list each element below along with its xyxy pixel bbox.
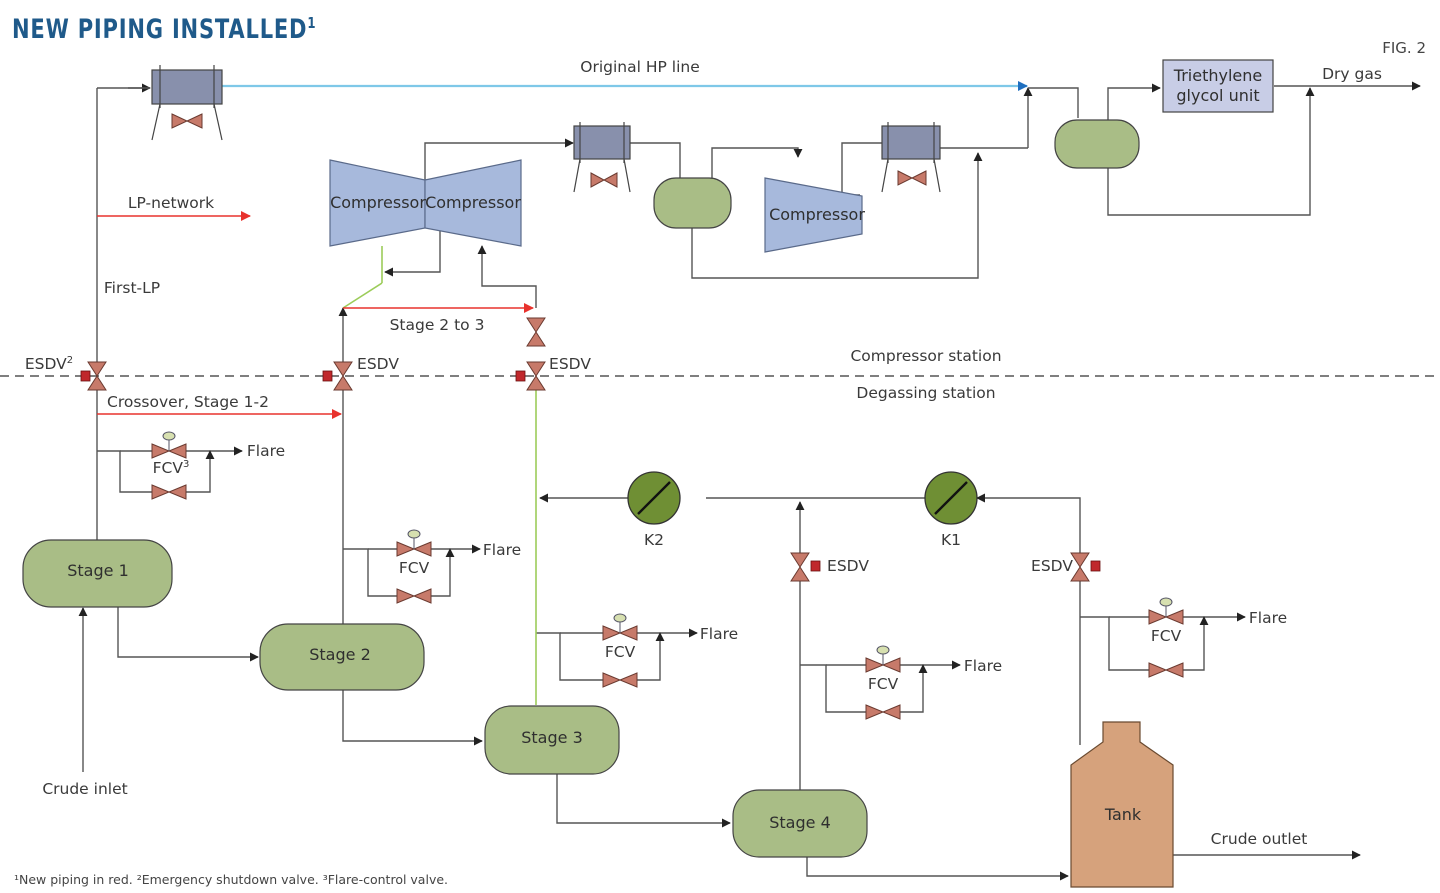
stage3-vessel [484, 705, 620, 775]
fcv-valve-icon [602, 625, 622, 641]
flare-label: Flare [699, 625, 739, 643]
esdv-actuator-icon [1090, 560, 1101, 572]
flare-label: Flare [482, 541, 522, 559]
heat-exchanger-3 [881, 122, 941, 193]
valve-icon [171, 113, 189, 129]
fcv-valve-icon [865, 657, 885, 673]
first-lp-label: First-LP [103, 279, 161, 297]
esdv-valve-icon [526, 361, 546, 377]
esdv-label: ESDV [827, 557, 869, 575]
esdv-valve-icon [790, 552, 810, 568]
compressor-b: Compressor [425, 193, 521, 212]
compressor-c: Compressor [769, 205, 865, 224]
fcv-valve-icon [1148, 609, 1168, 625]
esdv-actuator-icon [80, 370, 91, 382]
valve-icon [865, 704, 885, 720]
compressor-a: Compressor [330, 193, 426, 212]
tank-shape [1070, 721, 1174, 888]
esdv-label: ESDV [549, 355, 591, 373]
fcv-label: FCV [1150, 627, 1182, 645]
stage1-flare-tee [97, 450, 158, 493]
valve-icon [602, 672, 622, 688]
flare-label: Flare [246, 442, 286, 460]
dry-gas-label: Dry gas [1322, 65, 1382, 83]
stage-2-to-3-label: Stage 2 to 3 [389, 316, 485, 334]
fcv-actuator-icon [613, 613, 627, 623]
heat-exchanger-2 [573, 122, 631, 193]
fcv-valve-icon [396, 541, 416, 557]
stage1-to-stage2 [117, 606, 259, 662]
k1-label: K1 [940, 531, 962, 549]
tank-label: Tank [1104, 805, 1142, 824]
valve-icon [526, 317, 546, 333]
k1-cooler-icon [924, 471, 978, 525]
fcv-label: FCV [867, 675, 899, 693]
valve-icon [396, 588, 416, 604]
degassing-station-label: Degassing station [856, 384, 996, 402]
stage1-vessel [22, 539, 173, 608]
esdv-actuator-icon [515, 370, 526, 382]
fcv-label: FCV [398, 559, 430, 577]
heat-exchanger-1 [151, 65, 223, 141]
valve-icon [590, 172, 606, 188]
esdv-label: ESDV [357, 355, 399, 373]
valve-icon [897, 170, 914, 186]
stage4-vessel [732, 789, 868, 858]
esdv-label: ESDV2 [24, 354, 74, 374]
esdv-label: ESDV [1031, 557, 1073, 575]
esdv-valve-icon [1070, 552, 1090, 568]
crude-inlet-label: Crude inlet [42, 780, 128, 798]
separator-drum-1 [653, 177, 732, 229]
fcv-actuator-icon [876, 645, 890, 655]
figure-title: NEW PIPING INSTALLED1 [12, 14, 317, 45]
lp-network-label: LP-network [127, 194, 215, 212]
fcv-actuator-icon [407, 529, 421, 539]
footnote: ¹New piping in red. ²Emergency shutdown … [14, 872, 449, 887]
crude-outlet-label: Crude outlet [1210, 830, 1308, 848]
fcv-actuator-icon [1159, 597, 1173, 607]
stage3-label: Stage 3 [521, 728, 583, 747]
esdv-valve-icon [87, 361, 107, 377]
separator-drum-2 [1054, 119, 1140, 169]
fcv-actuator-icon [162, 431, 176, 441]
stage2-label: Stage 2 [309, 645, 371, 664]
flare-label: Flare [1248, 609, 1288, 627]
fcv-valve-icon [151, 443, 171, 459]
fcv-label: FCV [604, 643, 636, 661]
valve-icon [151, 484, 171, 500]
original-hp-line-label: Original HP line [580, 58, 700, 76]
compressor-b-shape [424, 159, 522, 247]
figure-number: FIG. 2 [1382, 39, 1426, 57]
esdv-valve-icon [333, 361, 353, 377]
stage2-vessel [259, 623, 425, 691]
k2-cooler-icon [627, 471, 681, 525]
k2-label: K2 [643, 531, 665, 549]
stage1-label: Stage 1 [67, 561, 129, 580]
fcv-label: FCV3 [152, 458, 190, 478]
compressor-station-label: Compressor station [850, 347, 1002, 365]
flare-label: Flare [963, 657, 1003, 675]
esdv-actuator-icon [322, 370, 333, 382]
valve-icon [1148, 662, 1168, 678]
esdv-actuator-icon [810, 560, 821, 572]
crossover-label: Crossover, Stage 1-2 [107, 393, 269, 411]
compressor-c-shape [764, 177, 863, 253]
teg-unit-box [1162, 59, 1274, 113]
stage4-label: Stage 4 [769, 813, 831, 832]
